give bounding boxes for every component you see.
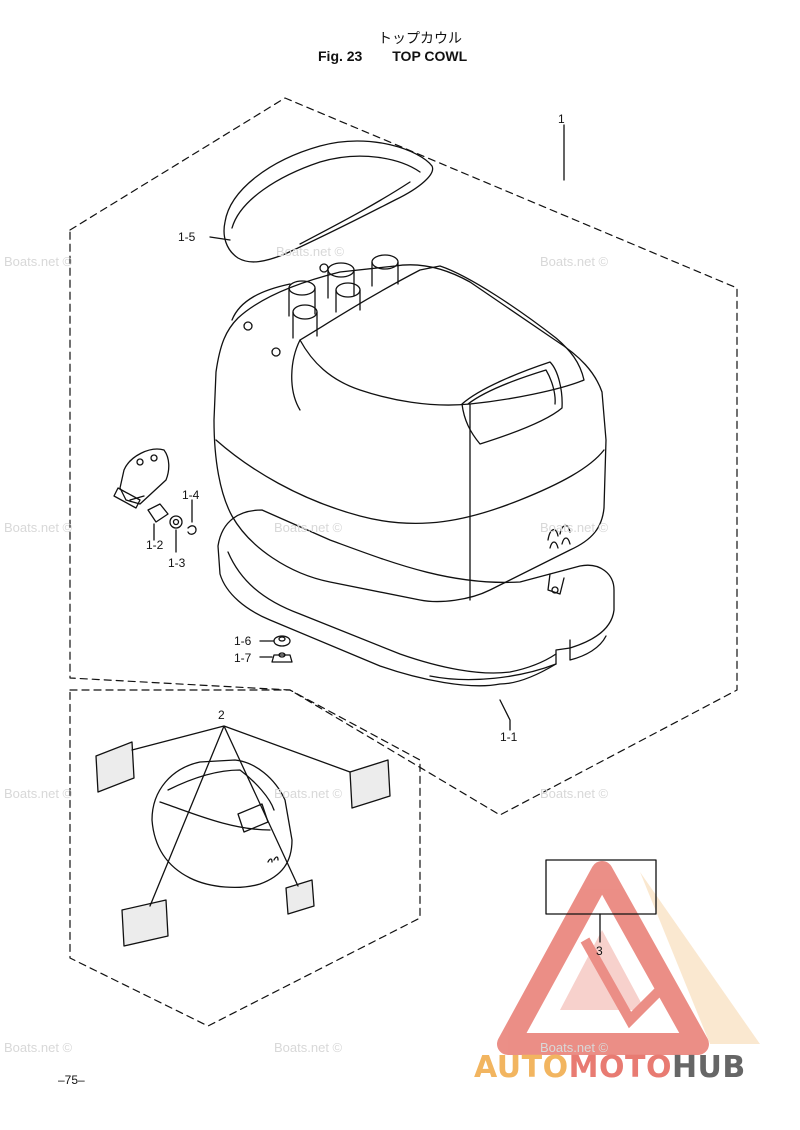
watermark: Boats.net © xyxy=(4,520,73,535)
watermark: Boats.net © xyxy=(4,786,73,801)
callout-1-6: 1-6 xyxy=(234,634,252,648)
watermark: Boats.net © xyxy=(276,244,345,259)
washer-nut-parts xyxy=(271,635,293,663)
page-number: –75– xyxy=(58,1073,85,1087)
callout-1-1: 1-1 xyxy=(500,730,518,744)
callout-1-3: 1-3 xyxy=(168,556,186,570)
label-kit-2-boundary xyxy=(69,689,421,1027)
label-part-3 xyxy=(545,859,657,943)
callout-1-5: 1-5 xyxy=(178,230,196,244)
watermark: Boats.net © xyxy=(274,786,343,801)
figure-title: TOP COWL xyxy=(392,48,468,64)
brand-part-hub: HUB xyxy=(671,1050,746,1085)
seal-part-1-1 xyxy=(217,509,615,687)
brand-wordmark: AUTOMOTOHUB xyxy=(474,1050,746,1085)
callout-1-7: 1-7 xyxy=(234,651,252,665)
brand-part-auto: AUTO xyxy=(474,1050,569,1085)
page-title: Fig. 23 TOP COWL xyxy=(318,48,467,64)
watermark: Boats.net © xyxy=(540,786,609,801)
mini-cowl-with-decals xyxy=(95,725,391,947)
figure-number: Fig. 23 xyxy=(318,48,363,64)
callout-1: 1 xyxy=(558,112,565,126)
watermark: Boats.net © xyxy=(274,1040,343,1055)
leader-1-5 xyxy=(209,236,231,241)
brand-part-moto: MOTO xyxy=(568,1050,672,1085)
leader-1-1 xyxy=(499,699,511,731)
watermark: Boats.net © xyxy=(274,520,343,535)
top-cowl-body xyxy=(213,254,607,603)
callout-1-4: 1-4 xyxy=(182,488,200,502)
watermark: Boats.net © xyxy=(540,520,609,535)
lid-part-1-5 xyxy=(223,140,434,263)
watermark: Boats.net © xyxy=(540,254,609,269)
watermark: Boats.net © xyxy=(4,254,73,269)
latch-bracket xyxy=(113,448,197,535)
watermark: Boats.net © xyxy=(540,1040,609,1055)
page-title-japanese: トップカウル xyxy=(378,31,462,47)
watermark: Boats.net © xyxy=(4,1040,73,1055)
callout-1-2: 1-2 xyxy=(146,538,164,552)
assembly-1-boundary xyxy=(69,97,738,816)
callout-2: 2 xyxy=(218,708,225,722)
callout-3: 3 xyxy=(596,944,603,958)
